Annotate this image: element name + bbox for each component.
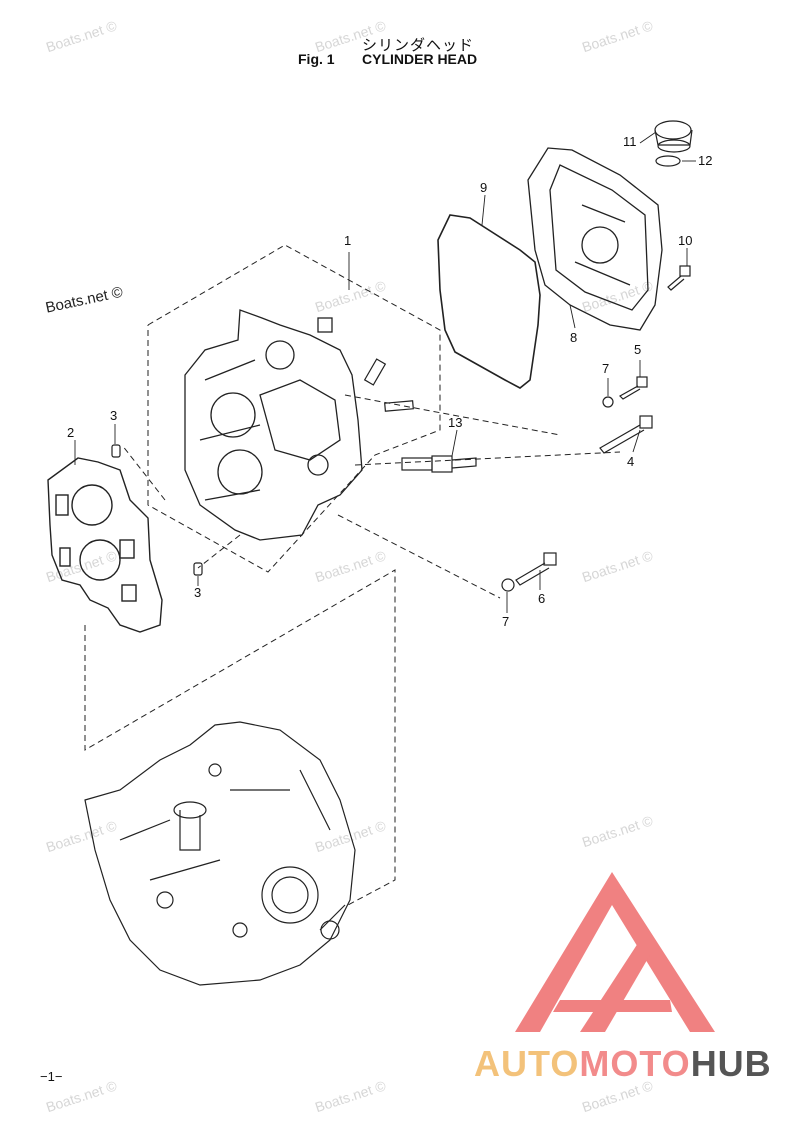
o-ring xyxy=(655,155,681,167)
bolt-6 xyxy=(515,552,557,586)
cylinder-head-cover xyxy=(527,147,663,331)
callout-11: 11 xyxy=(623,134,637,149)
callout-12: 12 xyxy=(698,153,713,168)
cover-gasket xyxy=(437,214,541,389)
figure-title: CYLINDER HEAD xyxy=(362,51,478,67)
callout-7: 7 xyxy=(502,614,510,629)
bolt-10 xyxy=(667,265,691,291)
callout-8: 8 xyxy=(570,330,578,345)
callout-10: 10 xyxy=(678,233,693,248)
cylinder-head-gasket xyxy=(47,457,163,633)
callout-5: 5 xyxy=(634,342,642,357)
dowel-pin xyxy=(193,562,203,576)
logo-mark xyxy=(515,872,715,1032)
crankcase xyxy=(84,721,356,986)
callout-13: 13 xyxy=(448,415,463,430)
callout-1: 1 xyxy=(344,233,352,248)
valve-guide xyxy=(363,358,387,386)
valve-guide xyxy=(384,400,414,412)
spark-plug xyxy=(401,455,477,473)
brand-part-moto: MOTO xyxy=(579,1043,691,1084)
bolt-4 xyxy=(599,415,653,454)
title-japanese: シリンダヘッド xyxy=(362,36,475,54)
callout-9: 9 xyxy=(480,180,488,195)
oil-filler-cap xyxy=(654,120,693,153)
dowel-pin xyxy=(111,444,121,458)
callout-3: 3 xyxy=(194,585,202,600)
callout-6: 6 xyxy=(538,591,546,606)
callout-7: 7 xyxy=(602,361,610,376)
assembly-dashed-outline xyxy=(84,244,621,906)
bolt-5 xyxy=(619,376,648,400)
brand-part-auto: AUTO xyxy=(474,1043,580,1084)
page-number: −1− xyxy=(40,1069,63,1084)
brand-logo-text: AUTOMOTOHUB xyxy=(474,1043,772,1085)
leader-lines xyxy=(74,131,696,613)
washer xyxy=(602,396,614,408)
callout-4: 4 xyxy=(627,454,635,469)
washer xyxy=(501,578,515,592)
cylinder-head xyxy=(184,309,363,541)
brand-part-hub: HUB xyxy=(690,1043,772,1084)
callout-2: 2 xyxy=(67,425,75,440)
callout-3: 3 xyxy=(110,408,118,423)
figure-label: Fig. 1 xyxy=(298,51,335,67)
